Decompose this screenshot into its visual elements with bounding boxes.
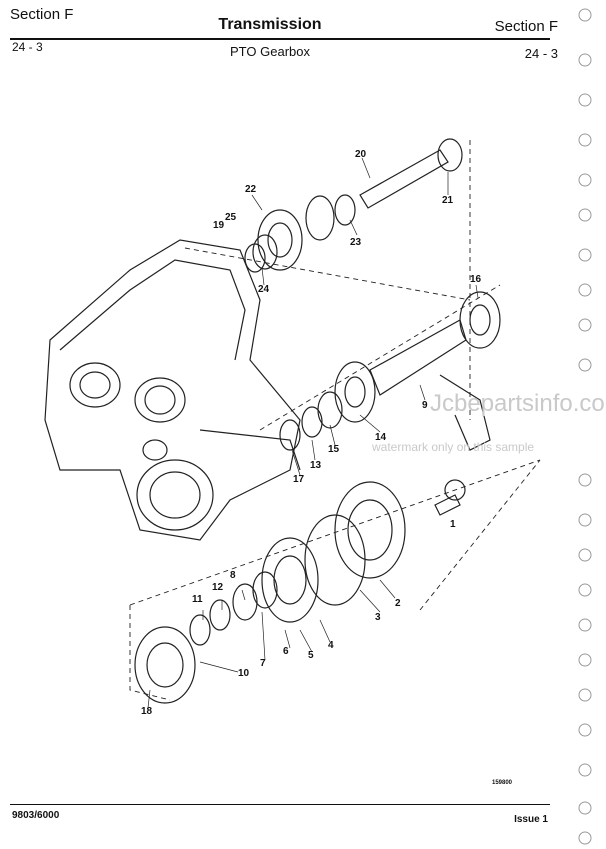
callout-label: 16 <box>470 274 482 285</box>
callout-label: 19 <box>213 220 225 231</box>
issue-label: Issue 1 <box>514 814 548 825</box>
callout-label: 4 <box>328 640 334 651</box>
callout-label: 14 <box>375 432 387 443</box>
callout-label: 5 <box>308 650 314 661</box>
callout-label: 21 <box>442 195 454 206</box>
callout-label: 25 <box>225 212 237 223</box>
page-subtitle: PTO Gearbox <box>230 44 310 59</box>
section-label-right: Section F <box>494 18 558 35</box>
page-number-left: 24 - 3 <box>12 40 43 54</box>
callout-label: 18 <box>141 706 153 717</box>
callout-label: 3 <box>375 612 381 623</box>
figure-number: 159800 <box>492 780 513 786</box>
callout-label: 11 <box>192 594 203 605</box>
callout-label: 10 <box>238 668 250 679</box>
callout-label: 24 <box>258 284 270 295</box>
watermark-text: Jcbepartsinfo.com <box>430 390 606 417</box>
lower-assembly <box>134 479 466 704</box>
callout-label: 2 <box>395 598 401 609</box>
document-code: 9803/6000 <box>12 810 60 821</box>
callout-label: 17 <box>293 474 305 485</box>
callout-label: 7 <box>260 658 266 669</box>
callout-label: 6 <box>283 646 289 657</box>
leader-lines <box>147 157 479 709</box>
callout-label: 20 <box>355 149 367 160</box>
callout-label: 9 <box>422 400 428 411</box>
page-title: Transmission <box>218 16 322 33</box>
callout-label: 23 <box>350 237 362 248</box>
footer-rule <box>10 804 550 805</box>
page-number-right: 24 - 3 <box>524 46 558 61</box>
callout-label: 13 <box>310 460 322 471</box>
callout-label: 8 <box>230 570 236 581</box>
upper-shaft-assembly <box>244 138 463 273</box>
middle-shaft-assembly <box>279 291 501 451</box>
header-rule <box>10 38 550 40</box>
callout-label: 15 <box>328 444 340 455</box>
callout-label: 22 <box>245 184 257 195</box>
binding-holes <box>578 8 592 845</box>
callout-label: 1 <box>450 519 456 530</box>
section-label-left: Section F <box>10 6 74 23</box>
watermark-subtext: watermark only on this sample <box>372 440 535 454</box>
alignment-lines <box>129 140 541 701</box>
housing <box>44 239 301 541</box>
callouts: 20 21 22 25 19 23 24 16 9 14 15 13 17 1 … <box>141 149 482 717</box>
callout-label: 12 <box>212 582 224 593</box>
